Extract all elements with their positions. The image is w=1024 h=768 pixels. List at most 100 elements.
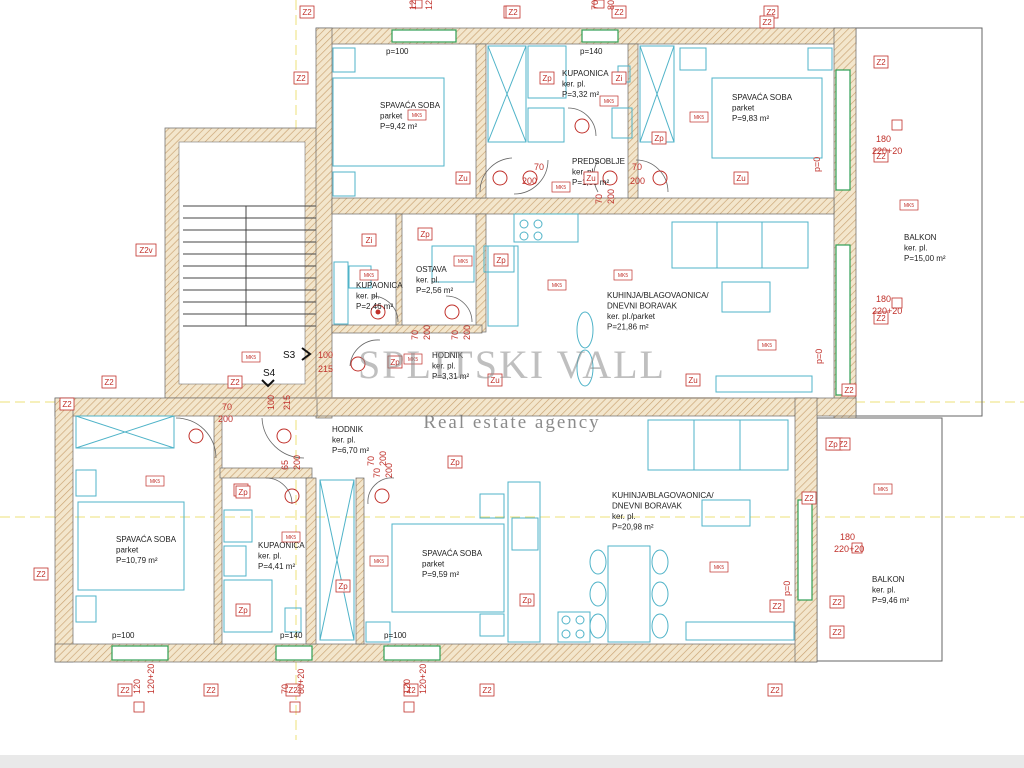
room-kupaonica-2-line: KUPAONICA — [356, 281, 403, 290]
wall-tag: Zp — [335, 579, 351, 593]
dimension-label: 180 — [876, 294, 891, 304]
flooring-marker: MK5 — [145, 475, 165, 487]
wall-tag: Zp — [825, 437, 841, 451]
bathtub — [223, 579, 273, 633]
bathtub — [527, 45, 567, 99]
dimension-label: 215 — [282, 395, 292, 410]
dimension-label: 100 — [266, 395, 276, 410]
svg-text:Z2: Z2 — [832, 628, 842, 637]
svg-text:Zp: Zp — [238, 606, 248, 615]
svg-text:Z2: Z2 — [770, 686, 780, 695]
dimension-label: 180 — [876, 134, 891, 144]
svg-text:MK5: MK5 — [364, 273, 375, 279]
dimension-label: 70 — [632, 162, 642, 172]
wall-tag: Zp — [447, 455, 463, 469]
room-kupaonica-2-line: P=2,46 m² — [356, 302, 393, 311]
dimension-label: 200 — [606, 189, 616, 204]
window — [581, 29, 619, 43]
svg-text:Zp: Zp — [522, 596, 532, 605]
room-spavaca-soba-2-line: SPAVAĆA SOBA — [732, 93, 793, 102]
room-hodnik-2-line: ker. pl. — [332, 436, 356, 445]
wall-tag: Z2 — [801, 491, 817, 505]
windows — [111, 29, 851, 661]
svg-text:Z2: Z2 — [296, 74, 306, 83]
window — [275, 645, 313, 661]
svg-text:Z2: Z2 — [406, 686, 416, 695]
balcony-2-outline — [816, 417, 943, 662]
svg-text:Zu: Zu — [736, 174, 745, 183]
wall-tag: Zp — [519, 593, 535, 607]
svg-text:Z2: Z2 — [508, 8, 518, 17]
coffee-table — [701, 499, 751, 527]
room-kuhinja-2-line: P=20,98 m² — [612, 523, 654, 532]
room-spavaca-soba-3-line: P=10,79 m² — [116, 556, 158, 565]
room-spavaca-soba-3-line: SPAVAĆA SOBA — [116, 535, 177, 544]
wall-tag: Z2 — [293, 71, 309, 85]
dimension-label: 100 — [318, 350, 333, 360]
wall-tag: Zu — [583, 171, 599, 185]
wall-tag: Z2 — [479, 683, 495, 697]
watermark-logo: SPLITSKI VALL — [358, 342, 666, 387]
svg-text:Zp: Zp — [238, 488, 248, 497]
room-hodnik-1-line: HODNIK — [432, 351, 464, 360]
wall-tag: Zp — [539, 71, 555, 85]
wardrobe — [75, 415, 175, 449]
svg-text:MK5: MK5 — [714, 565, 725, 571]
furniture — [75, 45, 833, 643]
wardrobe — [319, 479, 355, 641]
dimension-label: 200 — [630, 176, 645, 186]
svg-text:MK5: MK5 — [246, 355, 257, 361]
room-predsoblje-line: PREDSOBLJE — [572, 157, 625, 166]
dimension-label: 220+20 — [872, 306, 902, 316]
svg-text:Z2: Z2 — [614, 8, 624, 17]
kitchen-counter — [507, 481, 541, 643]
kitchen-counter — [513, 213, 579, 243]
wall-tag: Zp — [651, 131, 667, 145]
flooring-marker: MK5 — [547, 279, 567, 291]
svg-text:MK5: MK5 — [286, 535, 297, 541]
tv-unit — [685, 621, 795, 641]
room-kuhinja-2-line: KUHINJA/BLAGOVAONICA/ — [612, 491, 714, 500]
svg-text:Z2: Z2 — [832, 598, 842, 607]
svg-text:Z2: Z2 — [120, 686, 130, 695]
wall-tag: Z2 — [767, 683, 783, 697]
flooring-marker: MK5 — [599, 95, 619, 107]
svg-text:MK5: MK5 — [694, 115, 705, 121]
wardrobe — [487, 45, 527, 143]
svg-text:Z2: Z2 — [766, 8, 776, 17]
wall-tag: Zp — [493, 253, 509, 267]
dimension-label: 200 — [422, 325, 432, 340]
room-kuhinja-1-line: ker. pl./parket — [607, 312, 656, 321]
room-balkon-2-line: P=9,46 m² — [872, 596, 909, 605]
dimension-label: 120 — [408, 0, 418, 10]
svg-text:MK5: MK5 — [374, 559, 385, 565]
flooring-marker: MK5 — [403, 353, 423, 365]
svg-text:Z2: Z2 — [772, 602, 782, 611]
room-hodnik-2-line: P=6,70 m² — [332, 446, 369, 455]
dimension-label: 215 — [318, 364, 333, 374]
room-spavaca-soba-1-line: SPAVAĆA SOBA — [380, 101, 441, 110]
wall-tag: Z2 — [59, 397, 75, 411]
dimension-label: 70 — [594, 194, 604, 204]
section-label-s3: S3 — [283, 350, 296, 361]
svg-text:MK5: MK5 — [408, 357, 419, 363]
svg-text:Z2: Z2 — [844, 386, 854, 395]
wall-tag: Z2 — [873, 55, 889, 69]
svg-text:MK5: MK5 — [552, 283, 563, 289]
dimension-label: 70 — [222, 402, 232, 412]
svg-text:Z2: Z2 — [36, 570, 46, 579]
sill-label: p=100 — [384, 631, 407, 640]
room-spavaca-soba-1-line: P=9,42 m² — [380, 122, 417, 131]
wall-tag: Z2 — [33, 567, 49, 581]
svg-text:Zp: Zp — [450, 458, 460, 467]
sill-label: p=100 — [386, 47, 409, 56]
wall-tag: Zu — [455, 171, 471, 185]
dimension-label: 70 — [590, 0, 600, 10]
dimension-label: 200 — [384, 463, 394, 478]
tv-unit — [715, 375, 813, 393]
toilet — [284, 607, 302, 633]
svg-text:MK5: MK5 — [412, 113, 423, 119]
